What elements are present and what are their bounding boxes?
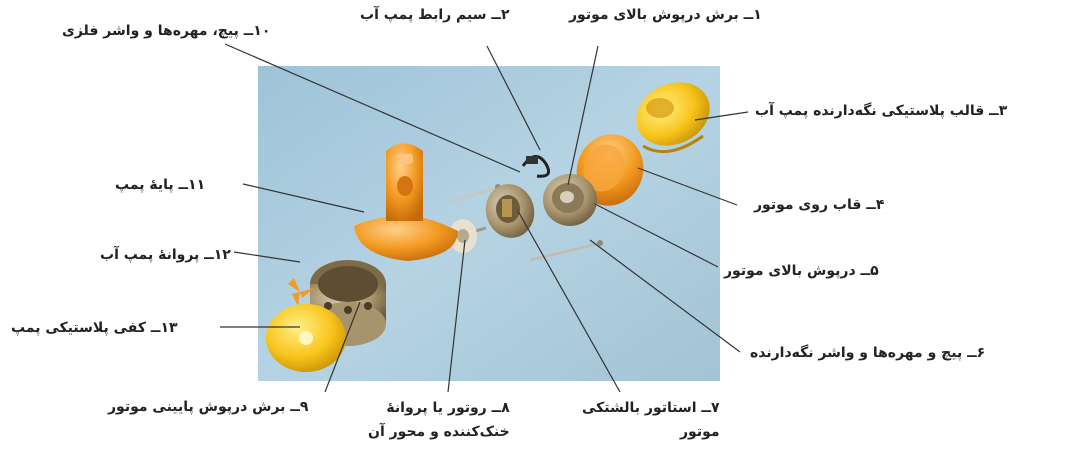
label-4: ۴ــ قاب روی موتور (754, 196, 884, 214)
label-9: ۹ــ برش درپوش پایینی موتور (108, 398, 308, 416)
label-8: ۸ــ روتور یا پروانهٔ خنک‌کننده و محور آن (368, 396, 510, 444)
leader-1 (568, 46, 598, 185)
leader-7 (518, 211, 620, 392)
leader-10 (225, 44, 520, 172)
label-13: ۱۳ــ کفی پلاستیکی پمپ (11, 319, 178, 337)
label-5: ۵ــ درپوش بالای موتور (724, 262, 879, 280)
leader-12 (234, 252, 300, 262)
label-7: ۷ــ استاتور بالشتکی موتور (582, 396, 720, 444)
leader-8 (448, 240, 465, 392)
label-3: ۳ــ قالب پلاستیکی نگه‌دارنده پمپ آب (755, 102, 1007, 120)
label-2: ۲ــ سیم رابط پمپ آب (360, 6, 510, 24)
leader-6 (590, 240, 740, 352)
leader-9 (325, 302, 360, 392)
label-6: ۶ــ پیچ و مهره‌ها و واشر نگه‌دارنده (750, 344, 985, 362)
label-7-line1: ۷ــ استاتور بالشتکی (582, 396, 720, 420)
label-12: ۱۲ــ پروانهٔ پمپ آب (100, 246, 231, 264)
label-11: ۱۱ــ پایهٔ پمپ (115, 176, 205, 194)
leader-2 (487, 46, 540, 150)
label-8-line1: ۸ــ روتور یا پروانهٔ (368, 396, 510, 420)
leader-11 (243, 184, 364, 212)
label-7-line2: موتور (582, 420, 720, 444)
leader-4 (638, 168, 737, 205)
label-8-line2: خنک‌کننده و محور آن (368, 420, 510, 444)
label-1: ۱ــ برش درپوش بالای موتور (569, 6, 762, 24)
label-10: ۱۰ــ پیچ، مهره‌ها و واشر فلزی (62, 22, 270, 40)
leader-3 (695, 112, 748, 120)
